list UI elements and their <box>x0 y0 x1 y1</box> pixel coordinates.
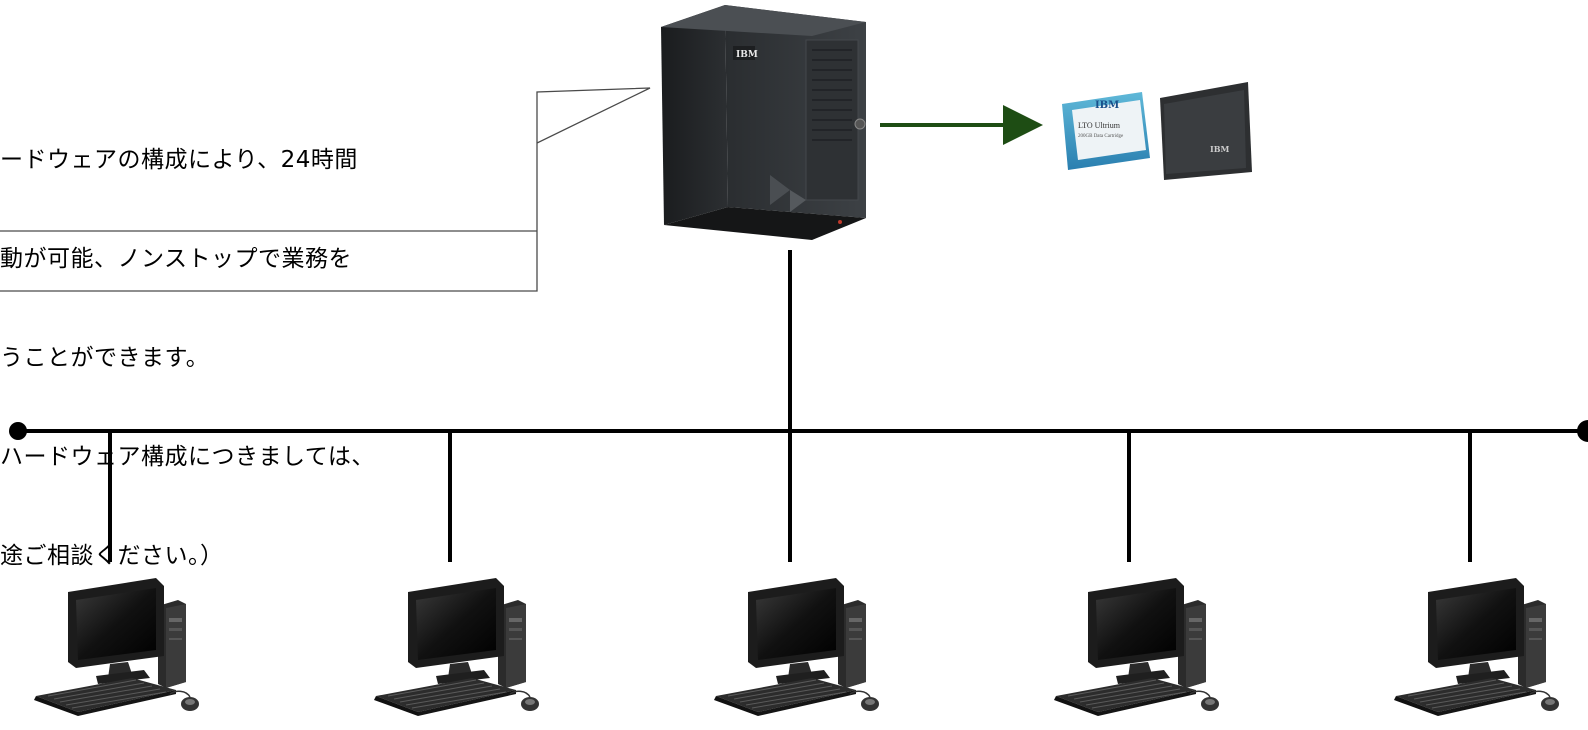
bus-terminator-right <box>1577 420 1588 442</box>
callout-line: 途ご相談ください。） <box>0 543 224 569</box>
desktop-pc-icon <box>1053 577 1220 717</box>
tape-sublabel: 200GB Data Cartridge <box>1078 134 1124 139</box>
callout-line: ハードウェア構成につきましては、 <box>0 444 375 470</box>
tape-logo: IBM <box>1095 100 1119 111</box>
desktop-pc-icon <box>1393 577 1560 717</box>
bus-terminator-left <box>9 422 27 440</box>
server-logo: IBM <box>736 50 758 60</box>
cartridge-logo: IBM <box>1210 144 1230 154</box>
desktop-pc-icon <box>713 577 880 717</box>
callout-text: ードウェアの構成により、24時間 動が可能、ノンストップで業務を うことができま… <box>0 78 540 606</box>
tape-label: LTO Ultrium <box>1078 121 1121 130</box>
callout-line: うことができます。 <box>0 345 210 371</box>
callout-line: 動が可能、ノンストップで業務を <box>0 246 353 272</box>
server-tower-icon: IBM <box>661 5 866 240</box>
tape-cartridge-icon: IBM LTO Ultrium 200GB Data Cartridge IBM <box>1062 82 1252 180</box>
network-bus <box>18 250 1588 562</box>
callout-box <box>0 87 651 292</box>
callout-line: ードウェアの構成により、24時間 <box>0 147 358 173</box>
